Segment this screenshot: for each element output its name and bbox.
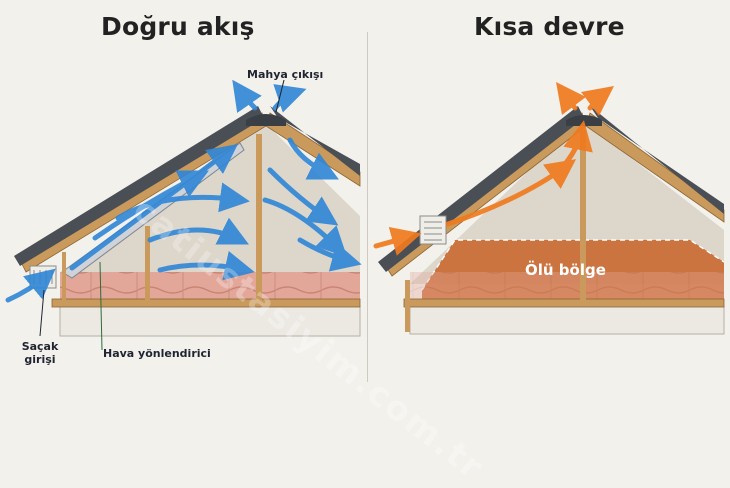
arrow-icon — [556, 81, 586, 115]
roof-illustrations — [5, 79, 725, 351]
eave-intake-label: Saçak girişi — [21, 340, 59, 366]
right-insulation — [410, 272, 724, 300]
arrow-icon — [287, 137, 339, 180]
arrow-icon — [557, 120, 593, 173]
arrow-icon — [373, 226, 422, 256]
baffle-leader — [99, 261, 103, 351]
left-ceiling-joist — [51, 298, 361, 308]
arrow-icon — [115, 182, 250, 221]
left-attic-interior — [60, 120, 360, 284]
right-roof — [378, 106, 725, 335]
diagram-stage: Doğru akış Kısa devre Mahya çıkışı Saçak… — [5, 12, 725, 382]
arrow-icon — [232, 79, 262, 113]
arrow-icon — [272, 84, 307, 113]
arrow-icon — [5, 268, 56, 303]
arrow-icon — [267, 167, 339, 226]
panel-divider — [367, 32, 368, 382]
left-title: Doğru akış — [101, 12, 255, 41]
right-shingles-right — [590, 106, 724, 214]
ridge-exit-label: Mahya çıkışı — [247, 68, 324, 81]
air-baffle-label: Hava yönlendirici — [103, 347, 211, 360]
right-title: Kısa devre — [474, 12, 625, 41]
left-insulation — [60, 272, 360, 300]
arrow-icon — [581, 85, 614, 117]
eave-leader — [39, 289, 45, 337]
left-ceiling-wall — [59, 305, 361, 337]
right-ceiling-joist — [403, 298, 725, 308]
right-airflow — [373, 81, 614, 256]
left-post-1 — [145, 226, 150, 300]
left-ridge-vent — [246, 114, 286, 126]
arrow-icon — [69, 144, 239, 271]
right-ceiling-wall — [409, 305, 725, 335]
dead-zone-label: Ölü bölge — [525, 261, 606, 279]
right-king-post — [580, 130, 586, 300]
arrow-icon — [157, 251, 255, 281]
left-airflow — [5, 79, 362, 303]
arrow-icon — [297, 237, 362, 272]
ridge-leader — [275, 79, 285, 113]
arrow-icon — [262, 197, 348, 258]
arrow-icon — [147, 217, 249, 245]
left-king-post — [256, 134, 262, 300]
left-shingles — [14, 106, 264, 266]
arrow-icon — [445, 159, 577, 227]
